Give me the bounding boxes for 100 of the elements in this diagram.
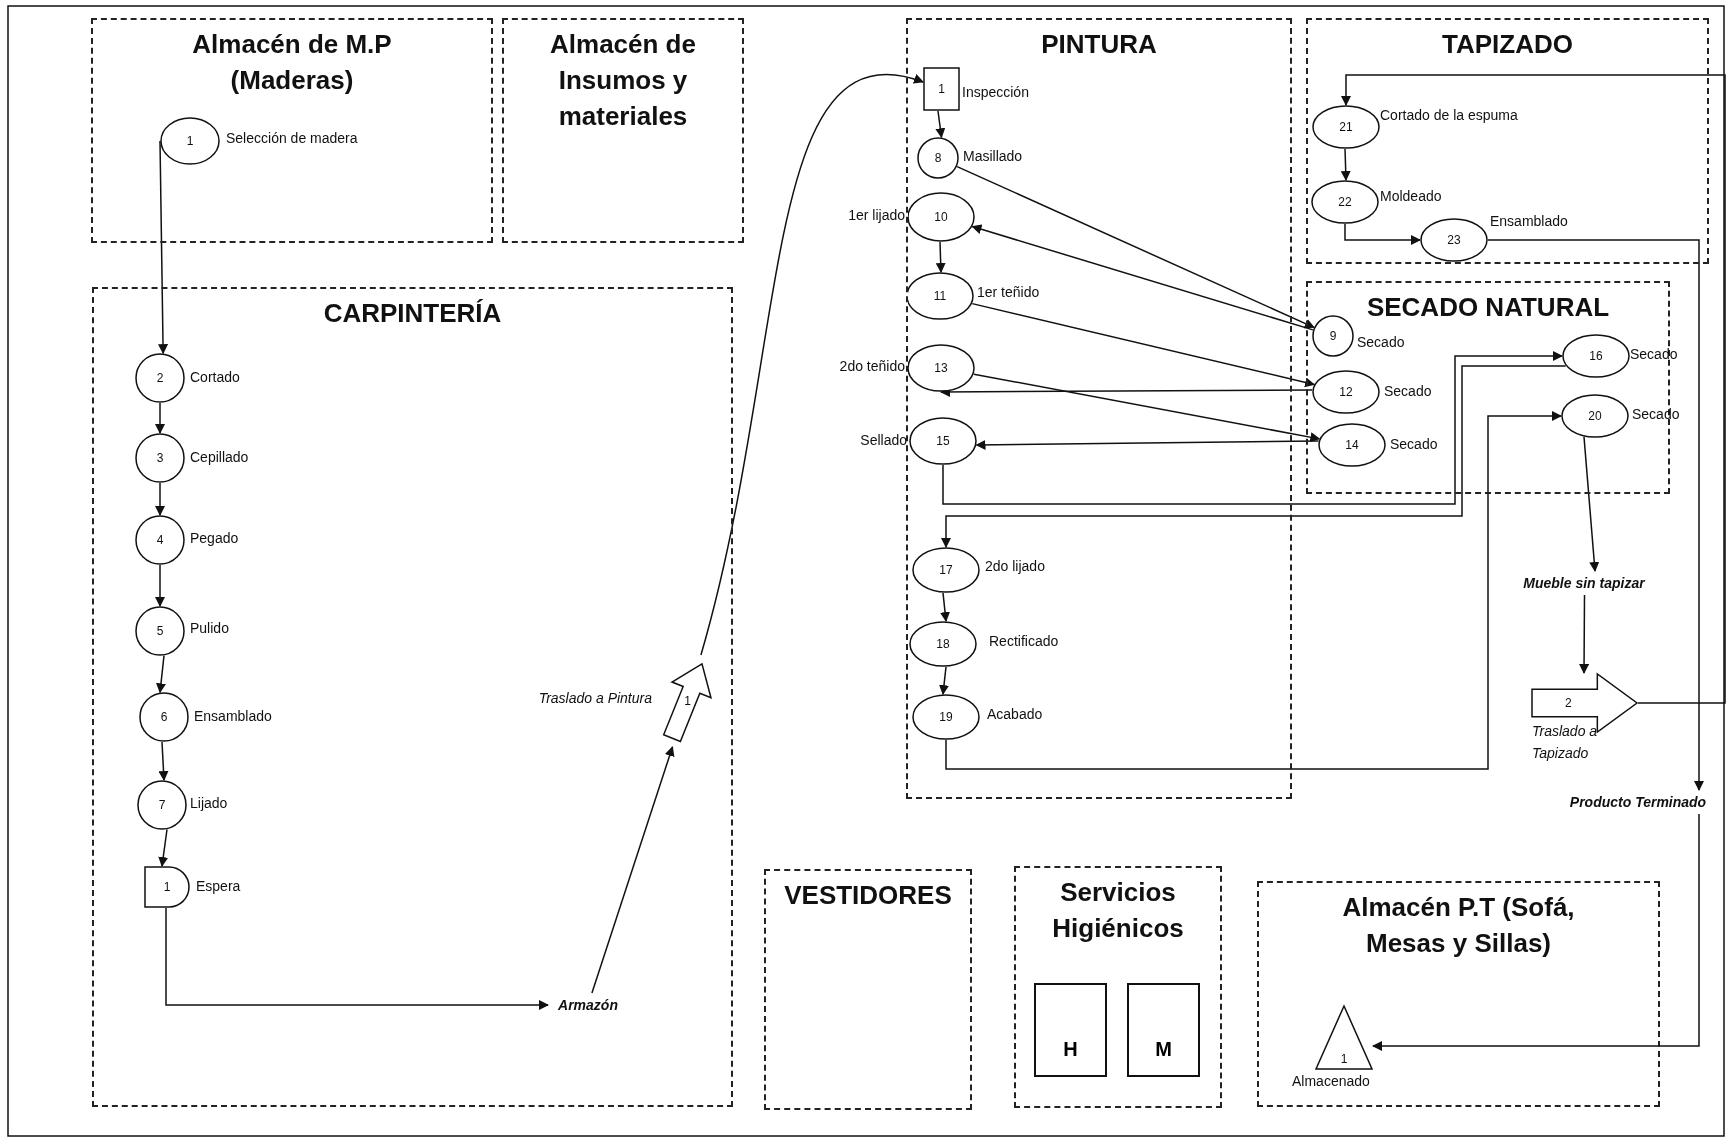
step-number: 1 [162,880,172,894]
operation-circle [1312,370,1380,414]
toilet-stall [1034,983,1107,1077]
flow-arrow [165,907,549,1010]
zone-outline [1306,18,1709,264]
toilet-letter: H [1062,1038,1079,1061]
flow-arrow [973,373,1321,443]
step-label: Pulido [190,620,229,637]
step-number: 1 [1339,1052,1349,1066]
flow-arrow [935,110,946,139]
operation-circle [1420,218,1488,262]
step-number: 18 [935,637,951,651]
step-label: Espera [196,878,241,895]
step-label: Secado [1632,406,1680,423]
step-number: 7 [157,798,167,812]
step-number: 19 [938,710,954,724]
step-label: Ensamblado [1490,213,1568,230]
operation-circle [912,547,980,593]
operation-circle [1312,105,1380,149]
flow-arrow [971,224,1314,331]
step-number: 14 [1344,438,1360,452]
step-number: 23 [1446,233,1462,247]
flow-arrow [940,386,1313,397]
operation-circle [135,433,185,483]
step-label: Secado [1384,383,1432,400]
operation-circle [917,137,959,179]
step-label: 2do lijado [985,558,1045,575]
flow-arrow [941,365,1567,548]
step-number: 8 [933,151,943,165]
step-label: Cepillado [190,449,249,466]
step-number: 21 [1338,120,1354,134]
step-number: 16 [1588,349,1604,363]
step-number: 13 [933,361,949,375]
flow-arrow [942,351,1563,505]
operation-circle [139,692,189,742]
zone-title: SECADO NATURAL [1365,291,1611,324]
step-label: Masillado [963,148,1023,165]
step-number: 15 [935,434,951,448]
step-number: 2 [155,371,165,385]
zone-outline [1014,866,1222,1108]
flow-arrow [155,482,165,516]
operation-circle [135,353,185,403]
operation-circle [1561,394,1629,438]
inspection-square [923,67,960,111]
flow-arrow [1372,813,1700,1051]
zone-outline [502,18,744,243]
flow-arrow [155,564,165,607]
flow-arrow [940,592,950,623]
step-label: Ensamblado [194,708,272,725]
operation-circle [909,621,977,667]
step-label: Inspección [962,84,1029,101]
step-label: Secado [1630,346,1678,363]
step-number: 4 [155,533,165,547]
step-number: 11 [932,289,948,303]
step-label: Traslado a Pintura [538,690,652,707]
step-number: 10 [933,210,949,224]
flow-arrow [956,165,1315,329]
zone-outline [906,18,1292,799]
zone-title: Almacén de Insumos y materiales [549,28,697,133]
step-label: Acabado [987,706,1043,723]
operation-circle [1311,180,1379,224]
flow-arrow [1340,148,1351,181]
step-number: 5 [155,624,165,638]
zone-outline [1257,881,1660,1107]
step-number: 17 [938,563,954,577]
step-number: 3 [155,451,165,465]
flow-arrow [971,302,1316,388]
flow-label: Producto Terminado [1560,790,1716,814]
step-label: Moldeado [1380,188,1442,205]
step-label: Secado [1390,436,1438,453]
operation-circle [135,606,185,656]
step-label: Secado [1357,334,1405,351]
step-label: 1er teñido [977,284,1040,301]
step-label: Almacenado [1292,1073,1370,1090]
operation-circle [135,515,185,565]
step-number: 2 [1564,696,1573,710]
operation-circle [912,694,980,740]
zone-outline [91,18,493,243]
flow-arrow [935,241,946,273]
flow-arrow [1344,223,1421,245]
operation-circle [1312,315,1354,357]
flow-label: Armazón [548,993,628,1017]
zone-outline [92,287,733,1107]
flow-arrow [975,439,1320,450]
flow-arrow [1579,594,1590,674]
step-number: 20 [1587,409,1603,423]
delay-symbol [144,866,190,908]
zone-outline [764,869,972,1110]
zone-title: Almacén P.T (Sofá, Mesas y Sillas) [1341,891,1576,960]
flow-arrow [1341,74,1726,704]
zone-title: Servicios Higiénicos [1051,876,1185,945]
operation-circle [160,117,220,165]
operation-circle [137,780,187,830]
step-label: 1er lijado [848,207,905,224]
flow-arrow [155,402,165,434]
flow-arrow [1583,436,1600,572]
flow-arrow [1487,239,1704,791]
flow-arrow [156,654,166,694]
step-label: Selección de madera [226,130,358,147]
step-label: Traslado a Tapizado [1532,722,1599,763]
